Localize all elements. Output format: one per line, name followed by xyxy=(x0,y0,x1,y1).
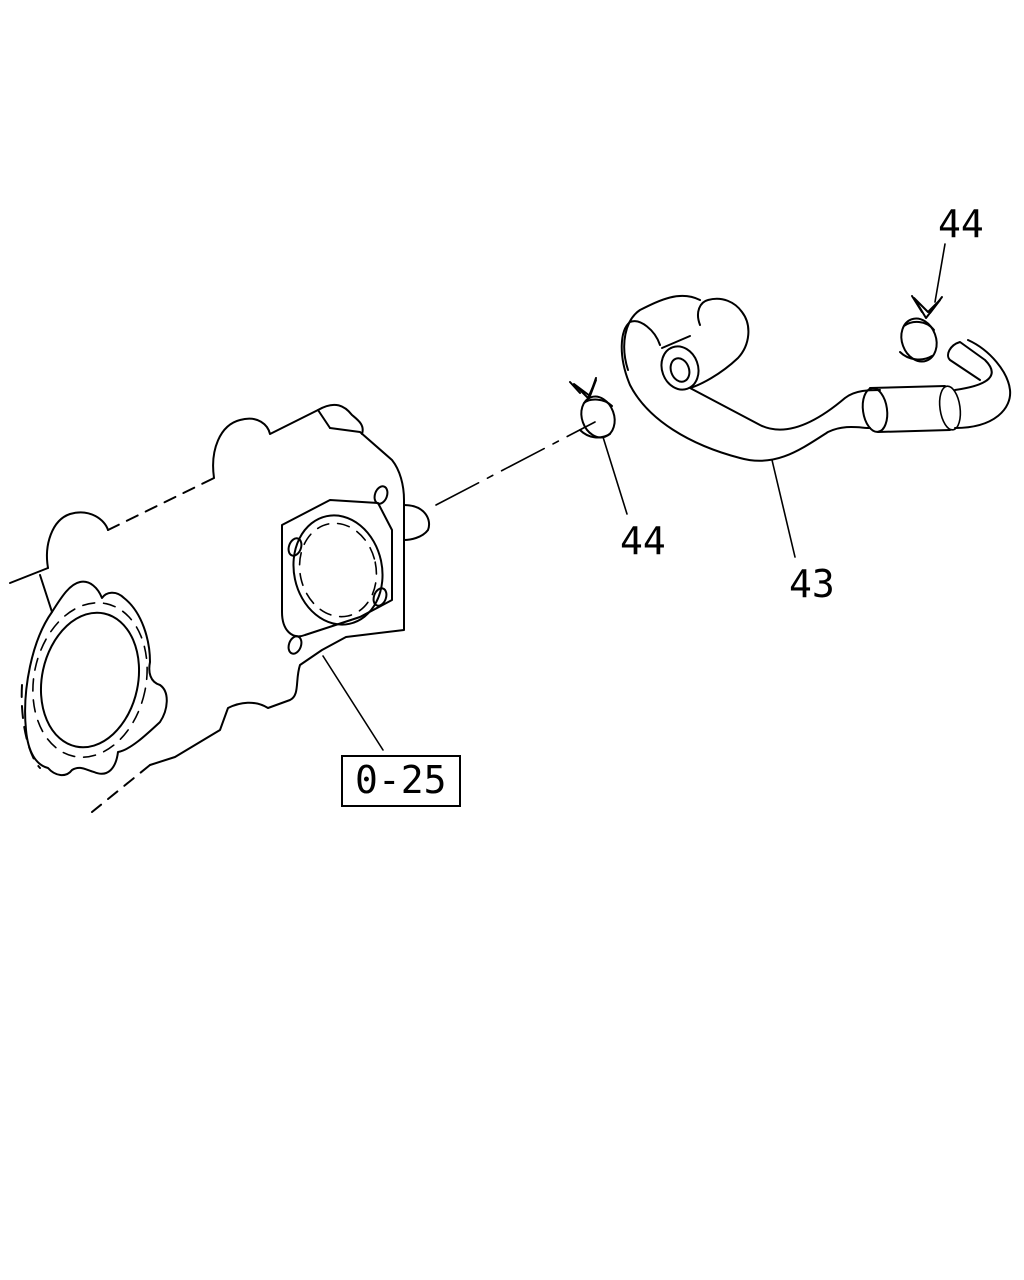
callout-hose: 43 xyxy=(789,562,835,606)
leader-clamp-lower xyxy=(602,436,628,515)
hose-clamp-lower xyxy=(569,377,616,439)
center-line xyxy=(435,421,596,506)
coolant-hose xyxy=(620,294,1012,462)
reference-box: 0-25 xyxy=(341,755,461,807)
hose-clamp-upper xyxy=(899,295,943,363)
leader-clamp-upper xyxy=(934,243,946,303)
callout-clamp-upper: 44 xyxy=(938,202,984,246)
leader-reference xyxy=(322,655,384,751)
thermostat-housing xyxy=(9,403,430,813)
leader-hose xyxy=(771,459,796,558)
callout-clamp-lower: 44 xyxy=(620,519,666,563)
